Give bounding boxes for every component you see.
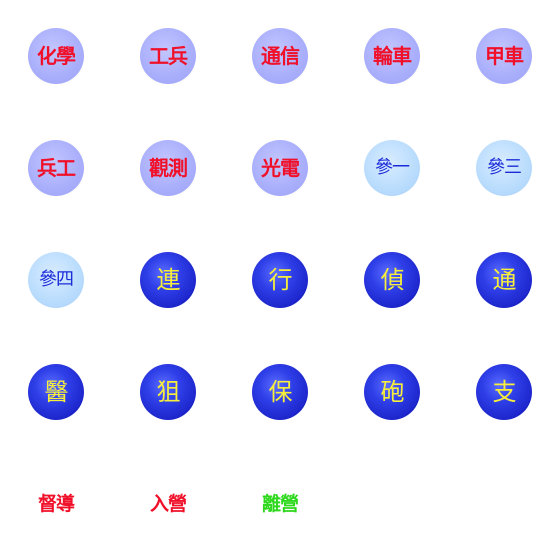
sticker-enter-camp[interactable]: 入營 (140, 476, 196, 532)
sticker-company[interactable]: 連 (140, 252, 196, 308)
sticker-label: 兵工 (37, 156, 76, 180)
sticker-artillery[interactable]: 砲 (364, 364, 420, 420)
sticker-label: 參三 (487, 157, 522, 178)
navy-circle-badge: 通 (476, 252, 532, 308)
sticker-s3[interactable]: 參三 (476, 140, 532, 196)
sticker-label: 參一 (375, 157, 410, 178)
sticker-chemistry[interactable]: 化學 (28, 28, 84, 84)
lavender-circle-badge: 觀測 (140, 140, 196, 196)
lavender-circle-badge: 化學 (28, 28, 84, 84)
sticker-label: 通信 (261, 44, 300, 68)
sticker-armored-vehicle[interactable]: 甲車 (476, 28, 532, 84)
sky-circle-badge: 參四 (28, 252, 84, 308)
sticker-label: 保 (268, 378, 293, 406)
sticker-label: 連 (156, 266, 181, 294)
sticker-admin[interactable]: 行 (252, 252, 308, 308)
sticker-supervise[interactable]: 督導 (28, 476, 84, 532)
sticker-observation[interactable]: 觀測 (140, 140, 196, 196)
lavender-circle-badge: 甲車 (476, 28, 532, 84)
sticker-label: 偵 (380, 266, 405, 294)
sticker-label: 通 (492, 266, 517, 294)
sticker-ordnance[interactable]: 兵工 (28, 140, 84, 196)
sticker-label: 支 (492, 378, 517, 406)
sticker-label: 砲 (380, 378, 405, 406)
lavender-circle-badge: 輪車 (364, 28, 420, 84)
sticker-security[interactable]: 保 (252, 364, 308, 420)
navy-circle-badge: 行 (252, 252, 308, 308)
sticker-label: 狙 (156, 378, 181, 406)
sticker-support[interactable]: 支 (476, 364, 532, 420)
lavender-circle-badge: 通信 (252, 28, 308, 84)
navy-circle-badge: 砲 (364, 364, 420, 420)
sticker-label: 觀測 (149, 156, 188, 180)
sticker-s4[interactable]: 參四 (28, 252, 84, 308)
sticker-label: 入營 (149, 492, 187, 515)
sticker-signal[interactable]: 通信 (252, 28, 308, 84)
navy-circle-badge: 偵 (364, 252, 420, 308)
navy-circle-badge: 保 (252, 364, 308, 420)
lavender-circle-badge: 光電 (252, 140, 308, 196)
sticker-label: 光電 (261, 156, 300, 180)
sticker-label: 督導 (37, 492, 75, 515)
sticker-medical[interactable]: 醫 (28, 364, 84, 420)
sticker-label: 行 (268, 266, 293, 294)
navy-circle-badge: 醫 (28, 364, 84, 420)
sticker-label: 醫 (44, 378, 69, 406)
lavender-circle-badge: 工兵 (140, 28, 196, 84)
lavender-circle-badge: 兵工 (28, 140, 84, 196)
sky-circle-badge: 參一 (364, 140, 420, 196)
sticker-recon[interactable]: 偵 (364, 252, 420, 308)
sticker-sniper[interactable]: 狙 (140, 364, 196, 420)
navy-circle-badge: 狙 (140, 364, 196, 420)
sticker-comms[interactable]: 通 (476, 252, 532, 308)
sticker-label: 甲車 (485, 44, 524, 68)
sticker-label: 參四 (39, 269, 74, 290)
sticker-wheeled-vehicle[interactable]: 輪車 (364, 28, 420, 84)
sticker-leave-camp[interactable]: 離營 (252, 476, 308, 532)
sticker-label: 化學 (37, 44, 76, 68)
navy-circle-badge: 連 (140, 252, 196, 308)
sticker-label: 輪車 (373, 44, 412, 68)
sticker-engineer[interactable]: 工兵 (140, 28, 196, 84)
sky-circle-badge: 參三 (476, 140, 532, 196)
navy-circle-badge: 支 (476, 364, 532, 420)
sticker-electro-optics[interactable]: 光電 (252, 140, 308, 196)
sticker-label: 工兵 (149, 44, 188, 68)
sticker-label: 離營 (261, 492, 299, 515)
sticker-s1[interactable]: 參一 (364, 140, 420, 196)
